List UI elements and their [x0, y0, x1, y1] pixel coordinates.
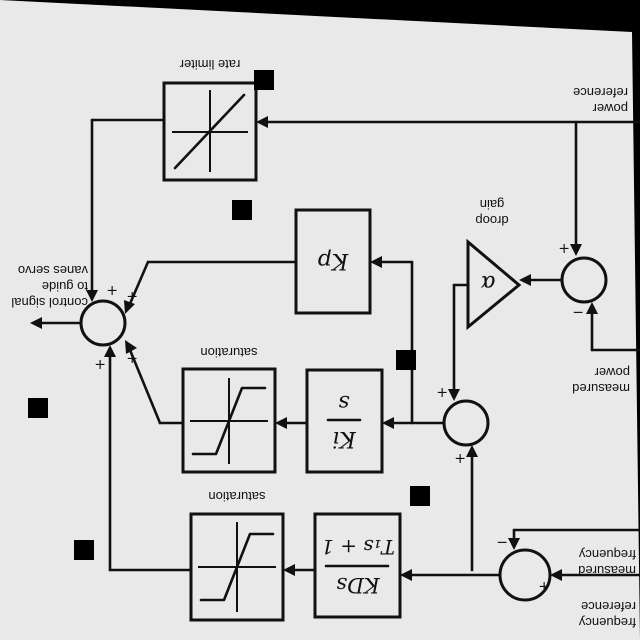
svg-text:reference: reference	[581, 599, 636, 614]
svg-text:gain: gain	[480, 197, 505, 212]
svg-text:power: power	[592, 101, 628, 116]
svg-text:frequency: frequency	[578, 615, 636, 630]
svg-text:measured: measured	[572, 381, 630, 396]
svg-text:to guide: to guide	[42, 279, 88, 294]
svg-text:control signal: control signal	[11, 295, 88, 310]
control-signal-label: control signal to guide vanes servo	[11, 263, 88, 310]
svg-text:power: power	[594, 365, 630, 380]
frequency-reference-label: frequency reference	[578, 599, 636, 630]
saturation-lower-label: saturation	[208, 489, 265, 504]
sign-plus-droop: +	[436, 384, 448, 400]
kp-label: Kp	[318, 248, 350, 273]
measured-frequency-label: measured frequency	[578, 547, 636, 578]
sign-plus-rate-limiter: +	[106, 282, 118, 298]
saturation-lower-block: saturation	[189, 489, 285, 622]
ki-numerator: Ki	[332, 426, 356, 451]
sign-minus-measured-freq: −	[496, 534, 508, 550]
redaction-marks	[28, 70, 430, 560]
droop-alpha: α	[480, 270, 495, 295]
kd-numerator: KDs	[336, 573, 381, 597]
sign-plus-power-ref: +	[558, 240, 570, 256]
sign-plus-freq-ref: +	[538, 578, 550, 594]
svg-text:droop: droop	[475, 213, 508, 228]
svg-text:vanes servo: vanes servo	[18, 263, 88, 278]
saturation-upper-block: saturation	[181, 345, 277, 474]
diagram-content: rate limiter Kp Ki s KDs T₁s + 1 satu	[11, 57, 640, 630]
saturation-upper-label: saturation	[200, 345, 257, 360]
power-reference-label: power reference	[573, 85, 628, 116]
svg-text:frequency: frequency	[578, 547, 636, 562]
sign-plus-integral: +	[126, 350, 138, 366]
rate-limiter-block: rate limiter	[162, 57, 258, 182]
kd-block: KDs T₁s + 1	[313, 512, 402, 619]
kd-denominator: T₁s + 1	[321, 535, 395, 559]
sign-plus-proportional: +	[126, 288, 138, 304]
svg-text:reference: reference	[573, 85, 628, 100]
svg-text:measured: measured	[578, 563, 636, 578]
droop-gain-label: droop gain	[475, 197, 508, 228]
sign-plus-freq-error: +	[454, 450, 466, 466]
ki-block: Ki s	[305, 368, 384, 474]
sign-minus-measured-power: −	[572, 304, 584, 320]
sign-plus-derivative: +	[94, 356, 106, 372]
ki-denominator: s	[338, 390, 349, 415]
rate-limiter-label: rate limiter	[179, 57, 240, 72]
measured-power-label: measured power	[572, 365, 630, 396]
